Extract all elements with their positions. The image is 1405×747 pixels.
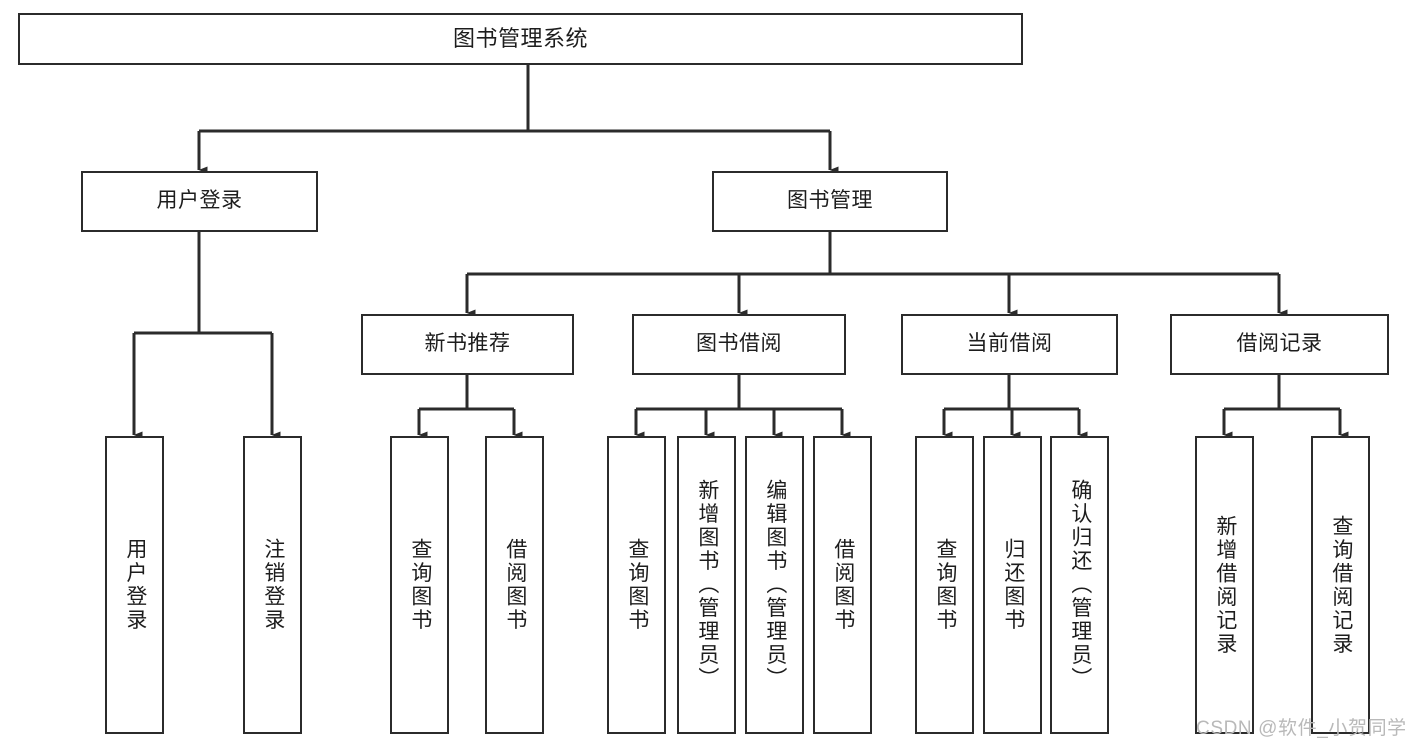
node-label: 编辑图书（管理员） [763, 479, 787, 691]
leaf-leaf-borrow-book[interactable]: 借阅图书 [813, 436, 872, 734]
node-label: 查询图书 [933, 538, 957, 632]
node-label: 新增图书（管理员） [695, 479, 719, 691]
node-label: 新书推荐 [424, 332, 511, 356]
node-label: 图书管理 [787, 189, 873, 213]
root-node[interactable]: 图书管理系统 [18, 13, 1023, 65]
leaf-leaf-borrow-book-rec[interactable]: 借阅图书 [485, 436, 544, 734]
node-borrow-record[interactable]: 借阅记录 [1170, 314, 1389, 375]
node-label: 借阅记录 [1236, 332, 1323, 356]
leaf-leaf-user-logout[interactable]: 注销登录 [243, 436, 302, 734]
leaf-leaf-add-book[interactable]: 新增图书（管理员） [677, 436, 736, 734]
node-new-book-rec[interactable]: 新书推荐 [361, 314, 574, 375]
node-label: 查询图书 [625, 538, 649, 632]
node-label: 确认归还（管理员） [1068, 479, 1092, 691]
leaf-leaf-edit-book[interactable]: 编辑图书（管理员） [745, 436, 804, 734]
leaf-leaf-add-record[interactable]: 新增借阅记录 [1195, 436, 1254, 734]
leaf-leaf-query-book-rec[interactable]: 查询图书 [390, 436, 449, 734]
node-label: 图书借阅 [696, 332, 782, 356]
node-label: 用户登录 [156, 189, 243, 213]
node-label: 借阅图书 [503, 538, 527, 632]
connector-lines [132, 65, 1349, 439]
node-label: 借阅图书 [831, 538, 855, 632]
node-label: 新增借阅记录 [1213, 514, 1237, 656]
node-book-manage[interactable]: 图书管理 [712, 171, 948, 232]
node-book-borrow[interactable]: 图书借阅 [632, 314, 846, 375]
node-label: 用户登录 [123, 538, 147, 632]
leaf-leaf-query-book-cur[interactable]: 查询图书 [915, 436, 974, 734]
node-user-login[interactable]: 用户登录 [81, 171, 318, 232]
node-label: 注销登录 [261, 538, 285, 632]
leaf-leaf-query-record[interactable]: 查询借阅记录 [1311, 436, 1370, 734]
leaf-leaf-user-login[interactable]: 用户登录 [105, 436, 164, 734]
node-label: 当前借阅 [966, 332, 1053, 356]
leaf-leaf-confirm-return[interactable]: 确认归还（管理员） [1050, 436, 1109, 734]
leaf-leaf-return-book[interactable]: 归还图书 [983, 436, 1042, 734]
node-label: 归还图书 [1001, 538, 1025, 632]
leaf-leaf-query-book-borrow[interactable]: 查询图书 [607, 436, 666, 734]
node-label: 查询借阅记录 [1329, 514, 1353, 656]
node-current-borrow[interactable]: 当前借阅 [901, 314, 1118, 375]
node-label: 图书管理系统 [452, 26, 588, 52]
node-label: 查询图书 [408, 538, 432, 632]
